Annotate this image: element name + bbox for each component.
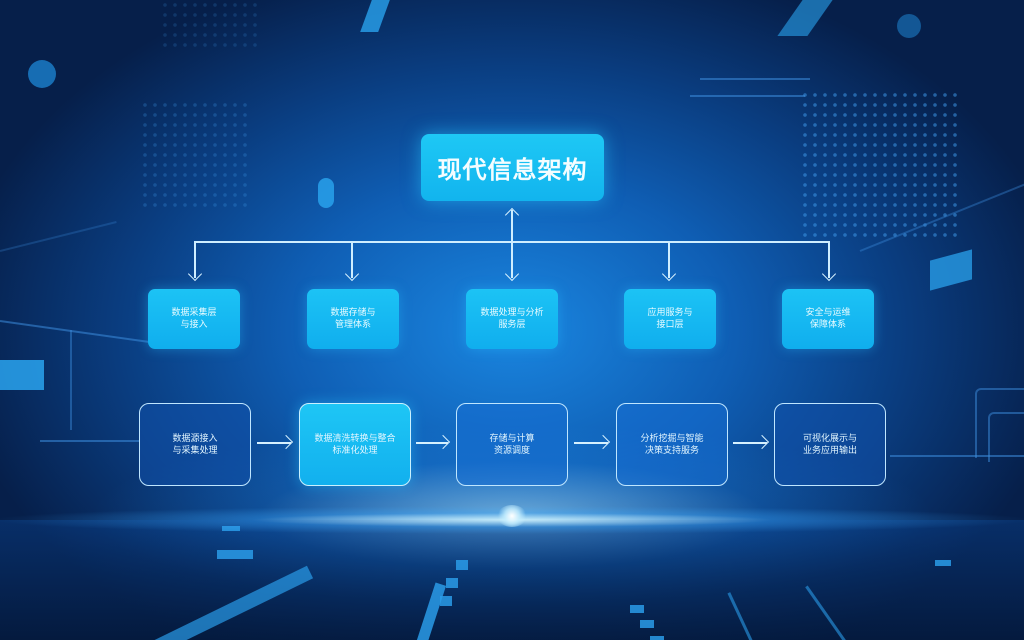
arrow-right-icon xyxy=(278,434,294,450)
flow-step-2: 数据清洗转换与整合 标准化处理 xyxy=(299,403,411,486)
arrow-down-icon xyxy=(504,266,520,282)
arrow-down-icon xyxy=(821,266,837,282)
flow-step-label: 数据源接入 与采集处理 xyxy=(172,433,218,456)
module-node-3: 数据处理与分析 服务层 xyxy=(466,289,558,349)
flow-step-label: 分析挖掘与智能 决策支持服务 xyxy=(640,433,704,456)
module-label: 应用服务与 接口层 xyxy=(647,308,693,330)
module-label: 安全与运维 保障体系 xyxy=(805,308,851,330)
arrow-right-icon xyxy=(435,434,451,450)
arrow-right-icon xyxy=(595,434,611,450)
module-node-4: 应用服务与 接口层 xyxy=(624,289,716,349)
module-label: 数据存储与 管理体系 xyxy=(330,308,376,330)
flow-step-5: 可视化展示与 业务应用输出 xyxy=(774,403,886,486)
root-node-title: 现代信息架构 xyxy=(437,156,588,184)
flow-step-4: 分析挖掘与智能 决策支持服务 xyxy=(616,403,728,486)
floor-perspective xyxy=(0,520,1024,640)
flow-step-label: 数据清洗转换与整合 标准化处理 xyxy=(314,433,396,456)
light-flare xyxy=(497,505,527,527)
module-node-1: 数据采集层 与接入 xyxy=(148,289,240,349)
arrow-down-icon xyxy=(661,266,677,282)
arrow-right-icon xyxy=(754,434,770,450)
arrow-down-icon xyxy=(344,266,360,282)
flow-step-label: 存储与计算 资源调度 xyxy=(489,433,535,456)
module-label: 数据处理与分析 服务层 xyxy=(480,308,544,330)
flow-step-3: 存储与计算 资源调度 xyxy=(456,403,568,486)
flow-step-label: 可视化展示与 业务应用输出 xyxy=(802,433,857,456)
module-node-2: 数据存储与 管理体系 xyxy=(307,289,399,349)
root-node: 现代信息架构 xyxy=(421,134,604,201)
module-node-5: 安全与运维 保障体系 xyxy=(782,289,874,349)
flow-step-1: 数据源接入 与采集处理 xyxy=(139,403,251,486)
arrow-down-icon xyxy=(187,266,203,282)
module-label: 数据采集层 与接入 xyxy=(171,308,217,330)
